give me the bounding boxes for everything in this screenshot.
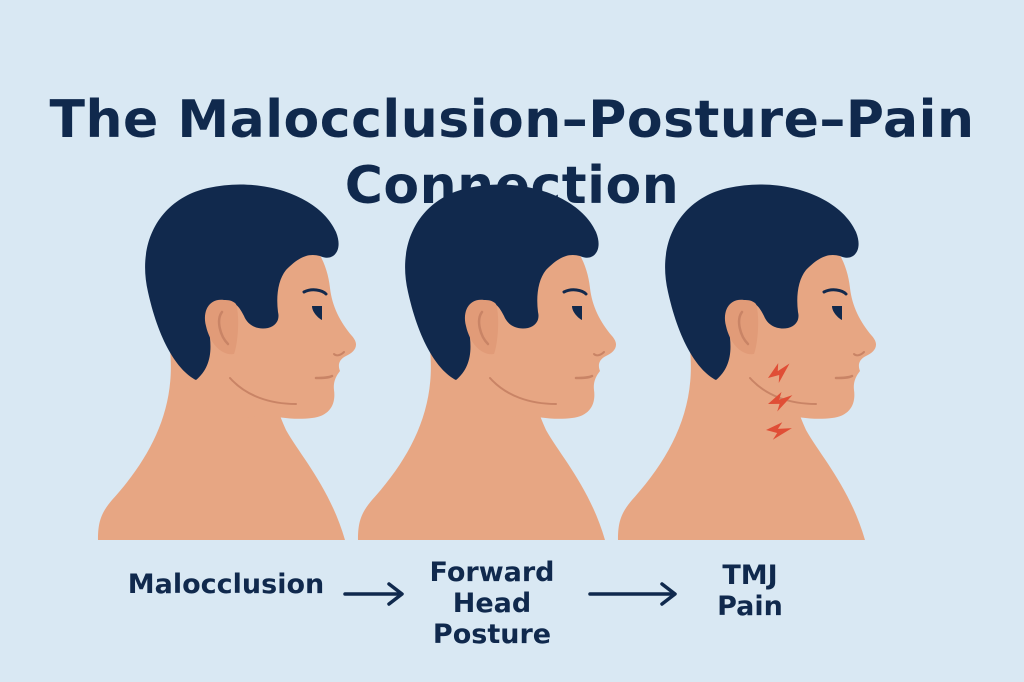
head-profile-tmj-pain xyxy=(616,183,878,542)
stage-label-forward-head-posture: Forward Head Posture xyxy=(402,557,582,650)
head-profile-malocclusion xyxy=(96,183,358,542)
stage-label-malocclusion: Malocclusion xyxy=(116,569,336,600)
right-arrow-icon xyxy=(343,582,404,606)
stage-label-line: Head xyxy=(452,588,532,619)
title-line-1: The Malocclusion–Posture–Pain xyxy=(49,89,975,150)
stage-label-line: TMJ xyxy=(722,560,778,591)
stage-label-line: Malocclusion xyxy=(127,569,325,600)
stage-label-line: Posture xyxy=(432,619,552,650)
stage-label-line: Forward xyxy=(429,557,555,588)
stage-label-tmj-pain: TMJ Pain xyxy=(690,560,810,622)
right-arrow-icon xyxy=(588,582,677,606)
stage-label-line: Pain xyxy=(717,591,783,622)
head-profile-forward-head-posture xyxy=(356,183,618,542)
